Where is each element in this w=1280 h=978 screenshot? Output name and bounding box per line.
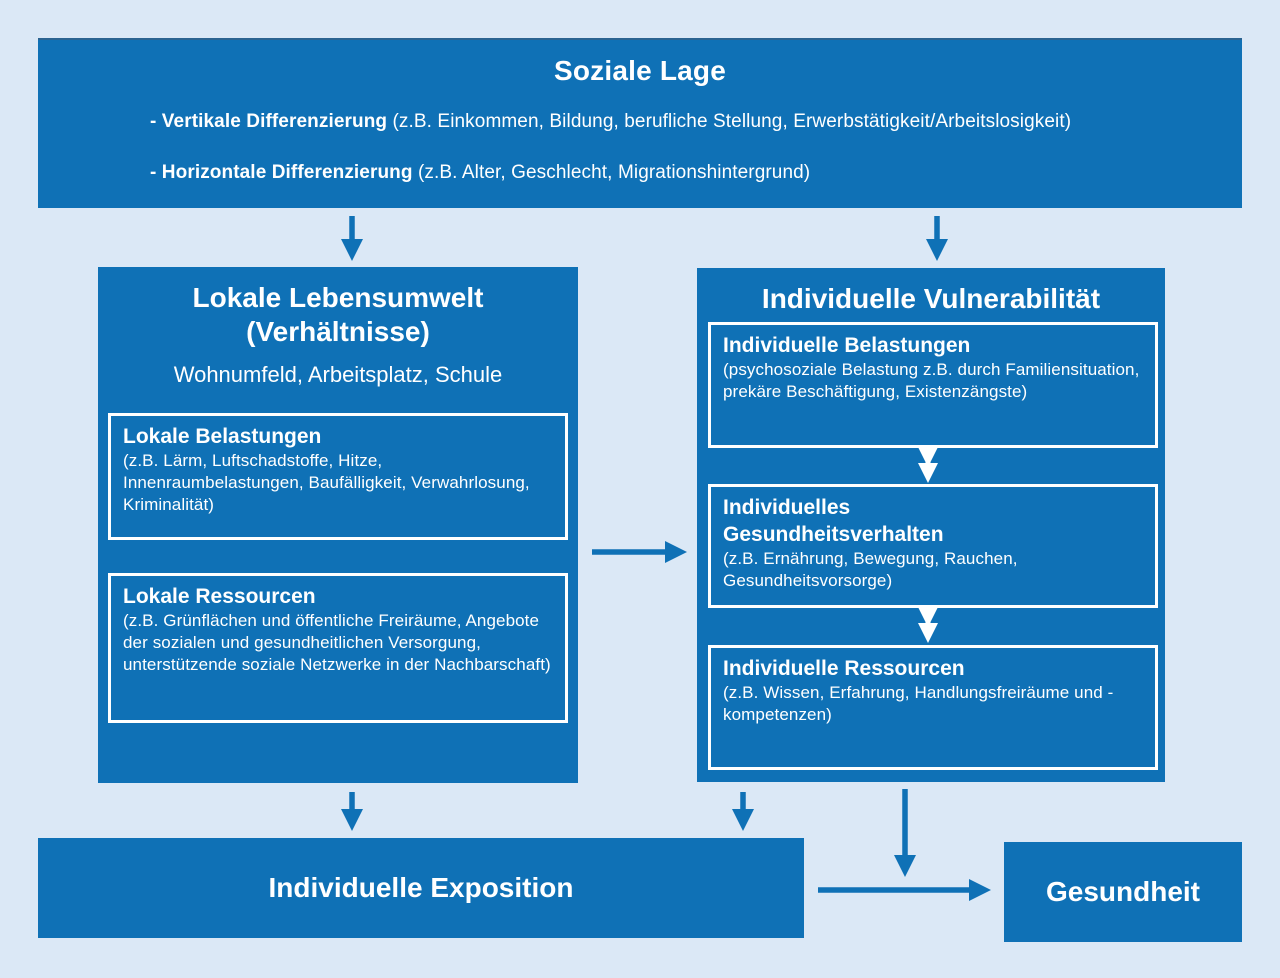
- soziale-lage-bullets: - Vertikale Differenzierung (z.B. Einkom…: [38, 87, 1242, 184]
- lokale-belastungen-body: (z.B. Lärm, Luftschadstoffe, Hitze, Inne…: [123, 451, 530, 514]
- lokale-belastungen-heading: Lokale Belastungen: [123, 425, 322, 448]
- soziale-lage-title: Soziale Lage: [553, 55, 726, 86]
- individuelle-ressourcen-body: (z.B. Wissen, Erfahrung, Handlungsfreirä…: [723, 683, 1114, 724]
- lokale-ressourcen-heading: Lokale Ressourcen: [123, 585, 316, 608]
- gesundheit-box: Gesundheit: [1004, 842, 1242, 942]
- individuelle-belastungen-box: Individuelle Belastungen (psychosoziale …: [708, 322, 1158, 448]
- gesundheitsverhalten-box: Individuelles Gesundheitsverhalten (z.B.…: [708, 484, 1158, 608]
- lokale-lebensumwelt-box: Lokale Lebensumwelt (Verhältnisse) Wohnu…: [98, 267, 578, 783]
- individuelle-belastungen-heading: Individuelle Belastungen: [723, 334, 971, 357]
- individuelle-vulnerabilitaet-title: Individuelle Vulnerabilität: [761, 283, 1101, 314]
- soziale-lage-box: Soziale Lage - Vertikale Differenzierung…: [38, 38, 1242, 208]
- individuelle-belastungen-body: (psychosoziale Belastung z.B. durch Fami…: [723, 360, 1140, 401]
- bullet-horizontale-differenzierung: - Horizontale Differenzierung (z.B. Alte…: [150, 162, 811, 183]
- individuelle-exposition-label: Individuelle Exposition: [268, 872, 574, 903]
- individuelle-ressourcen-heading: Individuelle Ressourcen: [723, 657, 965, 680]
- individuelle-exposition-box: Individuelle Exposition: [38, 838, 804, 938]
- individuelle-vulnerabilitaet-box: Individuelle Vulnerabilität Individuelle…: [697, 268, 1165, 782]
- gesundheitsverhalten-body: (z.B. Ernährung, Bewegung, Rauchen, Gesu…: [723, 549, 1018, 590]
- lokale-lebensumwelt-subtitle: Wohnumfeld, Arbeitsplatz, Schule: [173, 362, 503, 387]
- lokale-lebensumwelt-title: Lokale Lebensumwelt (Verhältnisse): [192, 282, 484, 347]
- lokale-ressourcen-box: Lokale Ressourcen (z.B. Grünflächen und …: [108, 573, 568, 723]
- individuelle-ressourcen-box: Individuelle Ressourcen (z.B. Wissen, Er…: [708, 645, 1158, 770]
- lokale-belastungen-box: Lokale Belastungen (z.B. Lärm, Luftschad…: [108, 413, 568, 540]
- bullet-vertikale-differenzierung: - Vertikale Differenzierung (z.B. Einkom…: [150, 111, 1072, 132]
- gesundheitsverhalten-heading: Individuelles Gesundheitsverhalten: [723, 496, 944, 546]
- lokale-ressourcen-body: (z.B. Grünflächen und öffentliche Freirä…: [123, 611, 551, 674]
- gesundheit-label: Gesundheit: [1045, 876, 1200, 907]
